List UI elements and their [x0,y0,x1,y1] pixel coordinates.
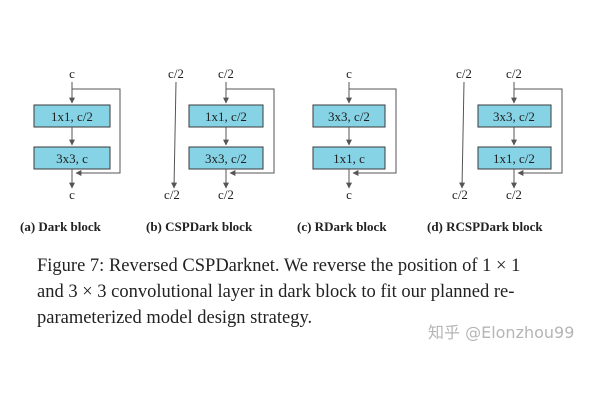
rdark-block-layer-2-label: 1x1, c [333,151,365,166]
figure-caption-line-1: Figure 7: Reversed CSPDarknet. We revers… [37,256,521,276]
rcspdark-block-layer-1-label: 3x3, c/2 [493,109,535,124]
rcspdark-block: c/2 c/2 c/2 3x3, c/2 1x1, c/2 c/2 [452,66,563,202]
figure-caption-line-3: parameterized model design strategy. [37,308,313,328]
cspdark-block-layer-2-label: 3x3, c/2 [205,151,247,166]
rcspdark-block-caption: (d) RCSPDark block [427,219,543,234]
dark-block: c 1x1, c/2 3x3, c c [33,66,121,202]
dark-block-output-label: c [69,187,75,202]
rdark-block-input-label: c [346,66,352,81]
dark-block-layer-1-label: 1x1, c/2 [51,109,93,124]
rdark-block-caption: (c) RDark block [297,219,387,234]
figure-caption-line-2: and 3 × 3 convolutional layer in dark bl… [37,282,515,302]
rcspdark-block-output-label: c/2 [506,187,522,202]
block-diagrams: c 1x1, c/2 3x3, c c c/2 c/2 c/2 1x1, c/2… [20,66,563,234]
dark-block-input-label: c [69,66,75,81]
cspdark-block: c/2 c/2 c/2 1x1, c/2 3x3, c/2 c/2 [164,66,275,202]
watermark: 知乎 @Elonzhou99 [428,323,575,342]
cspdark-block-side-input-label: c/2 [168,66,184,81]
rdark-block: c 3x3, c/2 1x1, c c [312,66,397,202]
cspdark-block-output-label: c/2 [218,187,234,202]
rcspdark-block-side-output-label: c/2 [452,187,468,202]
rdark-block-layer-1-label: 3x3, c/2 [328,109,370,124]
cspdark-block-side-output-label: c/2 [164,187,180,202]
cspdark-block-input-label: c/2 [218,66,234,81]
rdark-block-output-label: c [346,187,352,202]
rcspdark-block-input-label: c/2 [506,66,522,81]
cspdark-block-layer-1-label: 1x1, c/2 [205,109,247,124]
dark-block-caption: (a) Dark block [20,219,102,234]
rcspdark-block-side-input-label: c/2 [456,66,472,81]
rcspdark-block-layer-2-label: 1x1, c/2 [493,151,535,166]
figure-caption: Figure 7: Reversed CSPDarknet. We revers… [37,253,577,331]
cspdark-block-caption: (b) CSPDark block [146,219,253,234]
dark-block-layer-2-label: 3x3, c [56,151,88,166]
